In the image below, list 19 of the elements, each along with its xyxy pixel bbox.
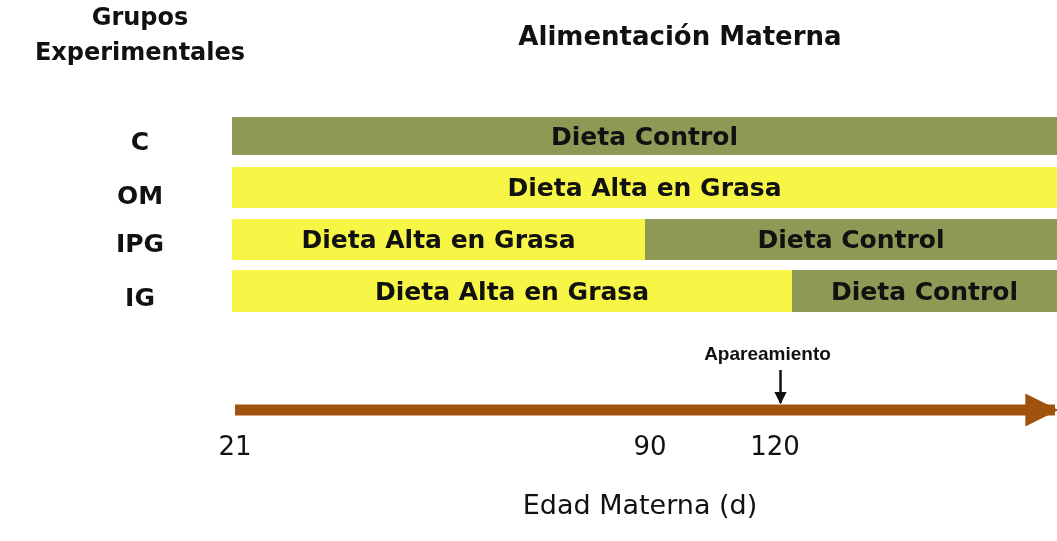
diet-bar: Dieta Control	[645, 219, 1057, 260]
diet-bar: Dieta Alta en Grasa	[232, 270, 792, 312]
group-label: C	[129, 126, 151, 158]
group-label: OM	[115, 180, 165, 212]
tick-label: 21	[217, 430, 253, 463]
diet-bar: Dieta Alta en Grasa	[232, 167, 1057, 208]
group-label: IPG	[114, 228, 166, 260]
timeline-arrow	[235, 393, 1057, 427]
tick-label: 120	[749, 430, 801, 463]
column-header: Grupos Experimentales	[33, 2, 247, 68]
tick-label: 90	[632, 430, 668, 463]
event-label: Apareamiento	[680, 340, 855, 368]
title: Alimentación Materna	[517, 20, 843, 53]
axis-title: Edad Materna (d)	[521, 488, 759, 522]
diet-bar: Dieta Control	[232, 117, 1057, 155]
diet-bar: Dieta Alta en Grasa	[232, 219, 645, 260]
arrow	[774, 370, 787, 405]
diet-bar: Dieta Control	[792, 270, 1057, 312]
group-label: IG	[124, 282, 156, 314]
